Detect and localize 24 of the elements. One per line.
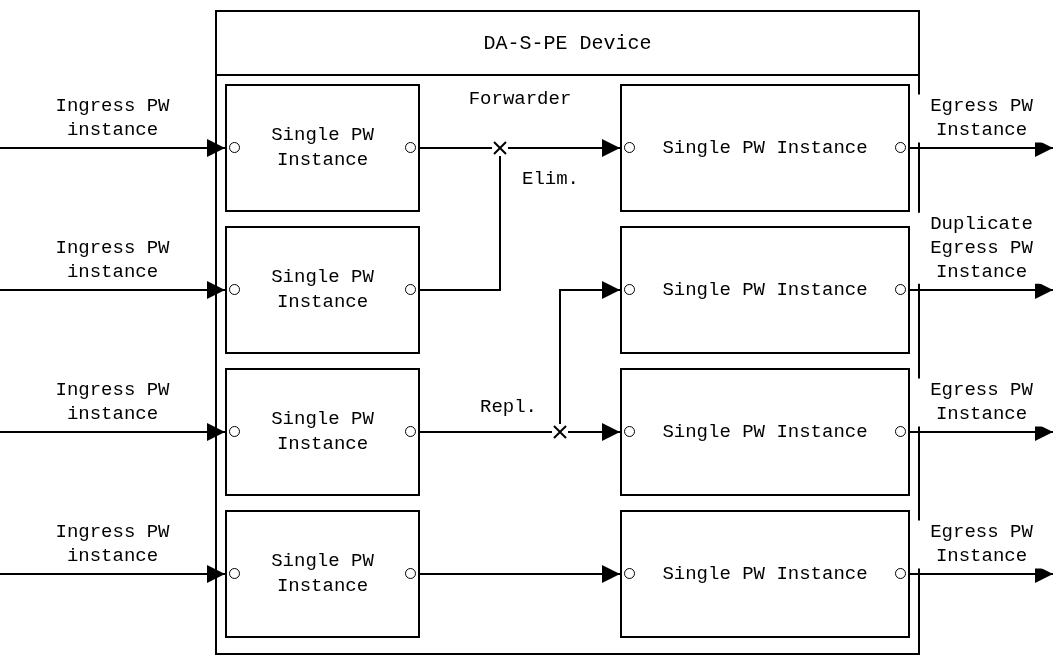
arrow: [0, 281, 226, 299]
device-frame: [215, 10, 920, 655]
arrow: [0, 423, 226, 441]
instance-box: Single PW Instance: [225, 84, 420, 212]
function-label: Repl.: [480, 396, 537, 418]
arrow: [507, 139, 621, 157]
instance-box: Single PW Instance: [620, 226, 910, 354]
arrow: [419, 565, 621, 583]
function-label: Elim.: [522, 168, 579, 190]
arrow: [559, 281, 621, 425]
instance-box: Single PW Instance: [620, 368, 910, 496]
connector-line: [419, 155, 501, 291]
instance-box: Single PW Instance: [620, 510, 910, 638]
arrow: [0, 139, 226, 157]
device-title: DA-S-PE Device: [483, 31, 652, 55]
arrow: [567, 423, 621, 441]
section-label: Forwarder: [467, 88, 573, 110]
instance-box: Single PW Instance: [225, 226, 420, 354]
instance-box: Single PW Instance: [620, 84, 910, 212]
instance-box: Single PW Instance: [225, 510, 420, 638]
instance-box: Single PW Instance: [225, 368, 420, 496]
connector-line: [419, 431, 553, 433]
connector-line: [419, 147, 493, 149]
arrow: [0, 565, 226, 583]
